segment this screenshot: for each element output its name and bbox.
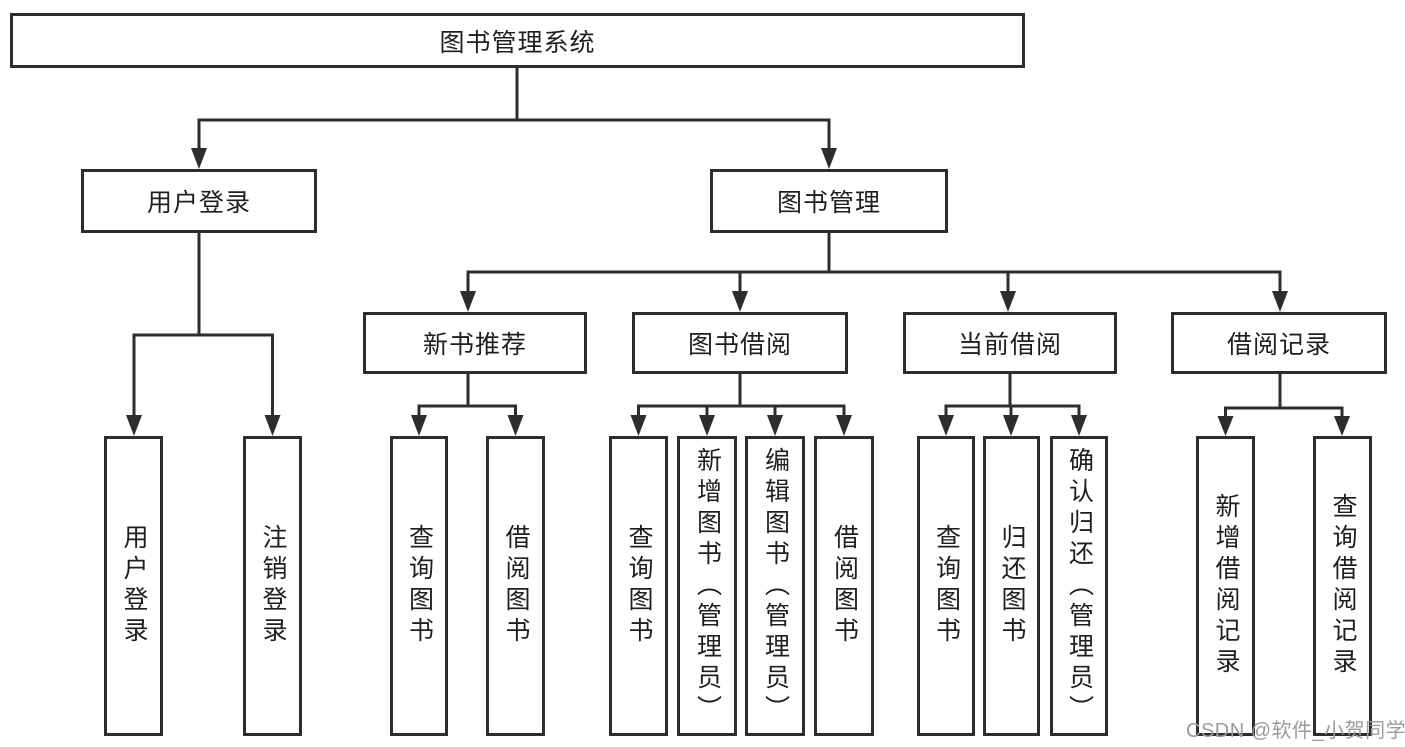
connector-current-branch [938, 374, 1087, 436]
node-new-book-recommend: 新书推荐 [363, 312, 587, 374]
leaf-borrow-borrow-book: 借阅图书 [814, 436, 874, 736]
leaf-borrow-borrow-book-label: 借阅图书 [830, 524, 859, 648]
connector-record-branch [1217, 374, 1350, 436]
leaf-borrow-edit-book-admin-label: 编辑图书（管理员） [761, 446, 790, 726]
node-user-login: 用户登录 [81, 169, 317, 233]
node-library-system-label: 图书管理系统 [439, 28, 596, 57]
node-book-borrow-label: 图书借阅 [687, 331, 792, 359]
node-borrow-records: 借阅记录 [1171, 312, 1387, 374]
leaf-recommend-borrow-book: 借阅图书 [486, 436, 545, 736]
leaf-borrow-query-book: 查询图书 [609, 436, 668, 736]
node-user-login-label: 用户登录 [146, 189, 251, 217]
csdn-watermark: CSDN @软件_小贺同学 [1186, 720, 1405, 742]
leaf-current-query-book-label: 查询图书 [932, 524, 961, 648]
node-new-book-recommend-label: 新书推荐 [422, 331, 527, 359]
leaf-borrow-edit-book-admin: 编辑图书（管理员） [745, 436, 805, 736]
leaf-recommend-borrow-book-label: 借阅图书 [502, 524, 530, 648]
leaf-current-return-book: 归还图书 [983, 436, 1040, 736]
leaf-current-confirm-return-admin: 确认归还（管理员） [1050, 436, 1108, 736]
leaf-current-return-book-label: 归还图书 [998, 524, 1026, 648]
leaf-borrow-add-book-admin-label: 新增图书（管理员） [693, 446, 722, 726]
node-current-borrow: 当前借阅 [903, 312, 1117, 374]
leaf-user-login: 用户登录 [104, 436, 163, 736]
node-book-borrow: 图书借阅 [632, 312, 848, 374]
node-current-borrow-label: 当前借阅 [957, 331, 1062, 359]
leaf-recommend-query-book: 查询图书 [390, 436, 448, 736]
leaf-recommend-query-book-label: 查询图书 [405, 524, 434, 648]
leaf-borrow-add-book-admin: 新增图书（管理员） [677, 436, 737, 736]
node-borrow-records-label: 借阅记录 [1226, 331, 1331, 359]
leaf-current-query-book: 查询图书 [917, 436, 975, 736]
leaf-record-add-borrow-record-label: 新增借阅记录 [1212, 493, 1240, 679]
leaf-borrow-query-book-label: 查询图书 [625, 524, 653, 648]
connector-book-mgmt-branch [460, 233, 1288, 312]
connector-root-branch [191, 67, 837, 169]
leaf-logout: 注销登录 [243, 436, 302, 736]
leaf-logout-label: 注销登录 [259, 524, 287, 648]
leaf-record-query-borrow-record: 查询借阅记录 [1313, 436, 1372, 736]
node-book-management: 图书管理 [710, 169, 948, 233]
node-book-management-label: 图书管理 [776, 189, 881, 217]
leaf-record-query-borrow-record-label: 查询借阅记录 [1329, 493, 1357, 679]
leaf-record-add-borrow-record: 新增借阅记录 [1196, 436, 1255, 736]
leaf-user-login-label: 用户登录 [120, 524, 148, 648]
leaf-current-confirm-return-admin-label: 确认归还（管理员） [1065, 446, 1094, 726]
node-library-system: 图书管理系统 [10, 13, 1025, 68]
connector-borrow-branch [630, 374, 852, 436]
connector-recommend-branch [411, 374, 524, 436]
connector-user-login-branch [126, 233, 281, 436]
